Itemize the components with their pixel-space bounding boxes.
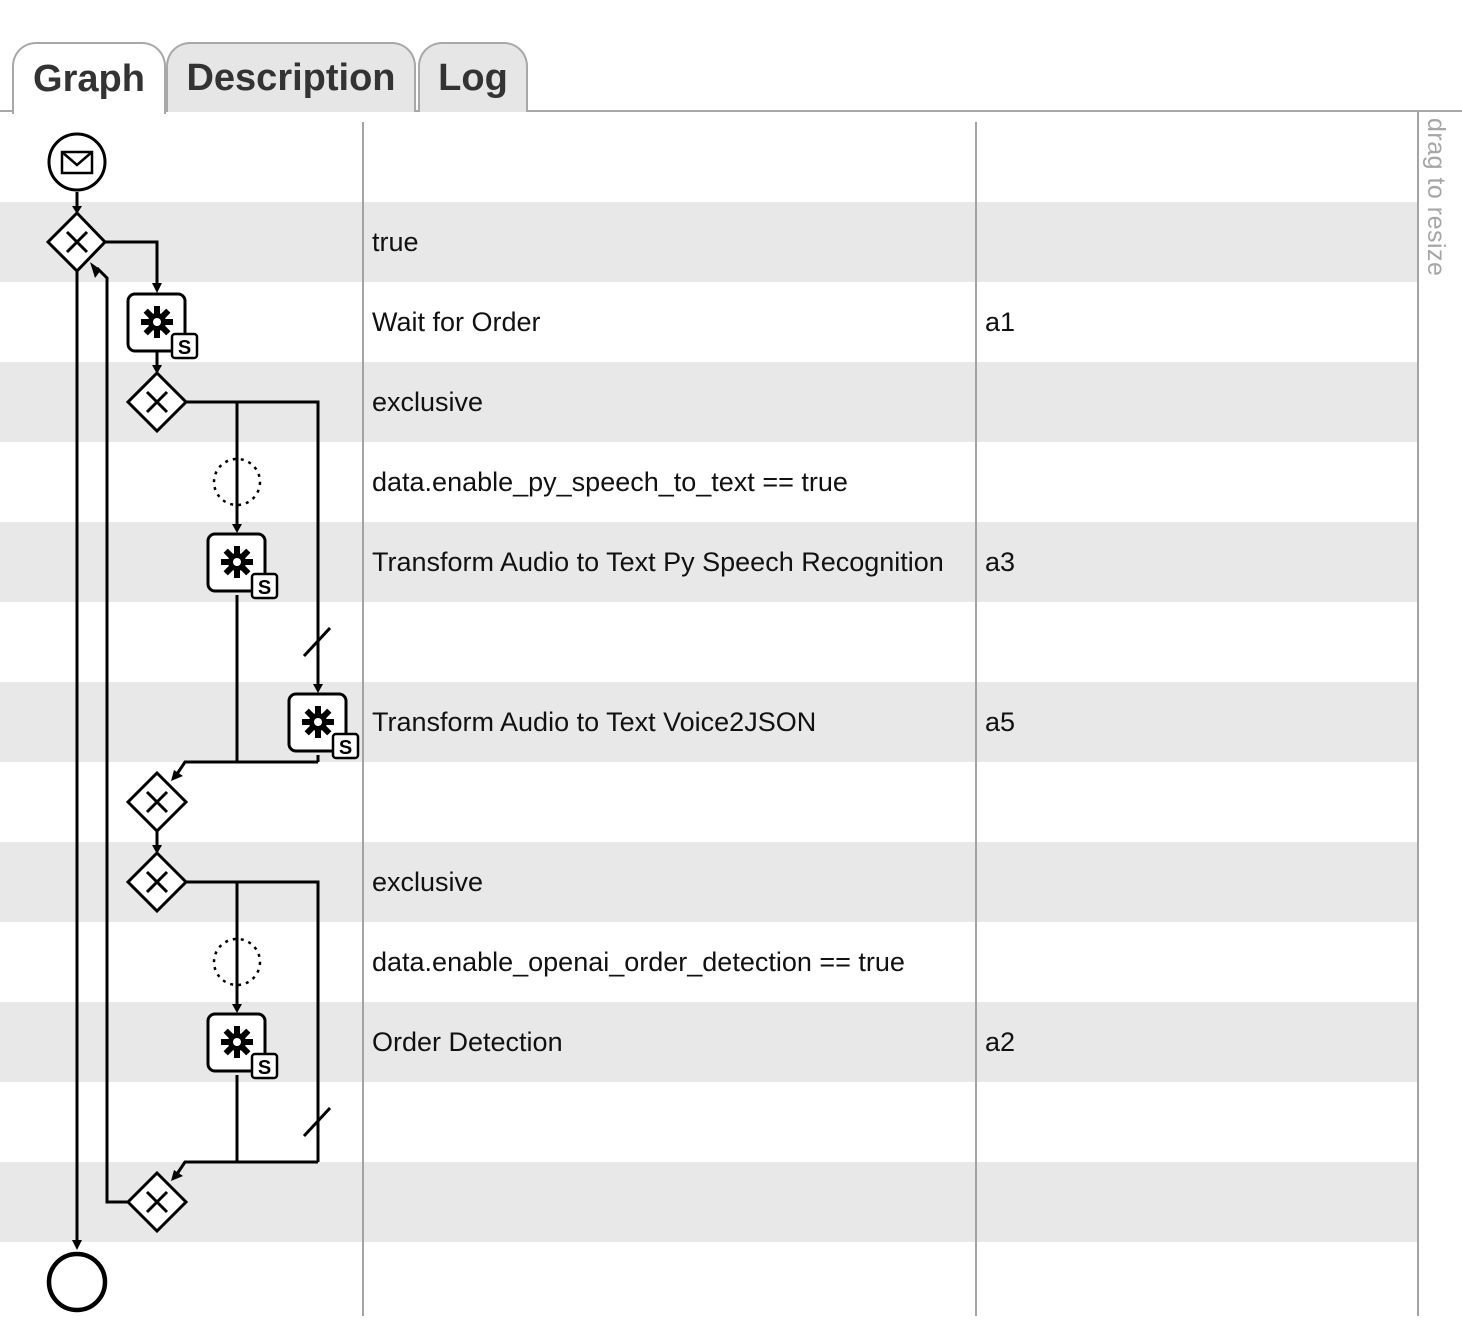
table-row[interactable]: true xyxy=(0,202,1418,282)
sequence-flows xyxy=(75,192,320,1246)
resize-handle[interactable]: drag to resize xyxy=(1419,112,1462,1316)
exclusive-gateway[interactable] xyxy=(125,1170,189,1234)
table-row[interactable] xyxy=(0,1162,1418,1242)
script-task[interactable]: S xyxy=(206,532,279,600)
gear-icon xyxy=(141,306,173,338)
gear-icon xyxy=(221,546,253,578)
row-label: Transform Audio to Text Voice2JSON xyxy=(372,707,817,737)
task-marker-letter: S xyxy=(339,737,352,759)
tab-bar: Graph Description Log xyxy=(0,0,1462,114)
default-flow-marker xyxy=(302,626,332,1138)
exclusive-gateway[interactable] xyxy=(45,210,108,274)
gear-icon xyxy=(302,706,334,738)
row-label: exclusive xyxy=(372,387,484,417)
row-label: Wait for Order xyxy=(372,307,541,337)
row-label: Order Detection xyxy=(372,1027,563,1057)
flow-arrowheads xyxy=(72,206,323,1250)
tab-description[interactable]: Description xyxy=(166,42,416,112)
row-label: exclusive xyxy=(372,867,484,897)
task-marker-letter: S xyxy=(258,1057,271,1079)
tab-graph[interactable]: Graph xyxy=(12,42,166,114)
script-task[interactable]: S xyxy=(206,1012,279,1080)
script-task[interactable]: S xyxy=(287,692,360,760)
row-id: a2 xyxy=(985,1027,1016,1057)
table-row[interactable]: Wait for Order a1 xyxy=(0,282,1418,362)
column-divider xyxy=(1417,112,1419,1316)
row-label: Transform Audio to Text Py Speech Recogn… xyxy=(372,547,944,577)
row-id: a1 xyxy=(985,307,1016,337)
row-id: a3 xyxy=(985,547,1016,577)
row-id: a5 xyxy=(985,707,1016,737)
resize-hint-label: drag to resize xyxy=(1422,118,1450,277)
tab-log[interactable]: Log xyxy=(418,42,528,112)
script-task[interactable]: S xyxy=(126,292,199,360)
row-label: true xyxy=(372,227,419,257)
row-label: data.enable_openai_order_detection == tr… xyxy=(372,947,905,977)
message-start-event[interactable] xyxy=(47,132,107,192)
exclusive-gateway[interactable] xyxy=(125,770,189,834)
tab-bar-divider xyxy=(0,110,1462,112)
gear-icon xyxy=(221,1026,253,1058)
conditional-flow-marker xyxy=(212,457,262,507)
task-marker-letter: S xyxy=(258,577,271,599)
envelope-icon xyxy=(60,150,94,175)
exclusive-gateway[interactable] xyxy=(125,370,189,434)
conditional-flow-marker xyxy=(212,937,262,987)
task-marker-letter: S xyxy=(178,337,191,359)
end-event[interactable] xyxy=(46,1251,108,1313)
exclusive-gateway[interactable] xyxy=(125,850,189,914)
process-flow-diagram: S S S S xyxy=(45,132,360,1313)
column-divider xyxy=(362,122,364,1316)
table-row[interactable]: data.enable_openai_order_detection == tr… xyxy=(0,922,1418,1002)
column-divider xyxy=(975,122,977,1316)
table-row[interactable]: data.enable_py_speech_to_text == true xyxy=(0,442,1418,522)
row-label: data.enable_py_speech_to_text == true xyxy=(372,467,848,497)
